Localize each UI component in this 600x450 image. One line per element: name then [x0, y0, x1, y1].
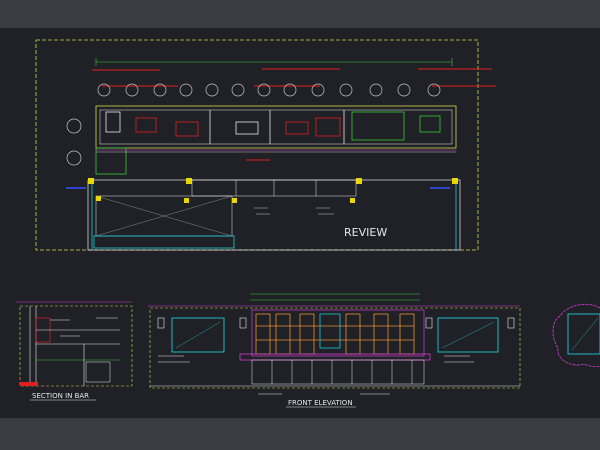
front-elevation-label: FRONT ELEVATION — [288, 399, 353, 407]
counter-equipment — [105, 110, 441, 144]
detail-bubble — [552, 303, 600, 367]
front-elevation-view: FRONT ELEVATION — [148, 293, 521, 408]
plan-view: REVIEW — [35, 39, 496, 251]
section-in-bar-label: SECTION IN BAR — [32, 392, 89, 400]
red-annotations — [92, 68, 496, 161]
bottom-toolbar-strip — [0, 418, 600, 450]
top-toolbar-strip — [0, 0, 600, 28]
section-in-bar-view: SECTION IN BAR — [16, 301, 133, 401]
review-label: REVIEW — [344, 226, 387, 239]
plan-boundary — [35, 39, 479, 251]
column-markers — [88, 178, 458, 203]
bar-counter — [95, 105, 457, 149]
bar-stools — [66, 83, 441, 166]
